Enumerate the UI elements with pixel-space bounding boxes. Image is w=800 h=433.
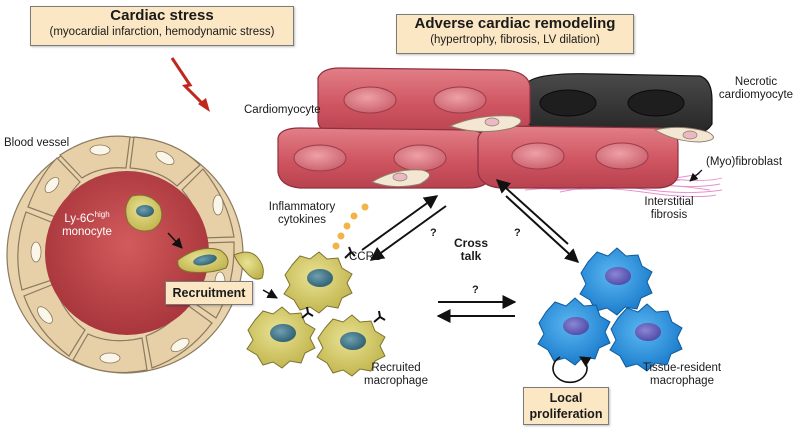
recruited-macrophage [246,306,316,369]
local-proliferation-box: Local proliferation [523,387,609,425]
cytokines-line2: cytokines [278,214,326,226]
recruited-line2: macrophage [364,375,428,387]
ly6c-monocyte-label: Ly-6Chigh monocyte [52,208,122,239]
interstitial-line1: Interstitial [644,196,694,208]
resident-line2: macrophage [650,375,714,387]
recruited-macrophage [316,310,386,377]
question-mark-middle: ? [472,284,479,296]
extravasating-monocyte [233,251,264,280]
resident-macrophage [609,303,683,372]
remodeling-subtitle: (hypertrophy, fibrosis, LV dilation) [430,34,600,46]
monocyte-in-vessel [125,194,163,232]
lightning-tip-icon [198,98,210,112]
arrow-to-recruited [369,205,447,261]
remodeling-box: Adverse cardiac remodeling (hypertrophy,… [396,14,634,54]
cardiac-stress-title: Cardiac stress [110,7,214,24]
cardiac-stress-subtitle: (myocardial infarction, hemodynamic stre… [49,26,275,38]
inflammatory-cytokines [332,203,369,250]
question-mark-right: ? [514,227,521,239]
necrotic-cardiomyocyte-label: Necrotic cardiomyocyte [714,76,798,102]
tissue-resident-macrophage-label: Tissue-resident macrophage [632,362,732,388]
cross-line1: Cross [453,236,488,250]
interstitial-line2: fibrosis [650,209,688,221]
cardiac-stress-box: Cardiac stress (myocardial infarction, h… [30,6,294,46]
necrotic-line1: Necrotic [734,76,778,88]
recruitment-label: Recruitment [172,286,246,300]
migration-arrow [167,232,183,249]
question-mark-left: ? [430,227,437,239]
recruitment-arrow [262,288,278,299]
transmigrating-monocyte [177,247,229,273]
monocyte-label: monocyte [62,225,112,238]
ly6c-superscript: high [94,210,110,219]
cardiomyocyte-label: Cardiomyocyte [244,104,321,116]
recruited-macrophage [283,246,356,314]
cross-line2: talk [460,249,482,263]
fibroblast-pointer [689,169,703,182]
recruited-line1: Recruited [371,362,421,374]
myofibroblast-label: (Myo)fibroblast [706,156,783,168]
arrow-to-resident [505,195,580,263]
myocardium [277,67,723,198]
cytokines-line1: Inflammatory [268,201,336,213]
arrow-to-myocardium-left [361,195,439,251]
resident-macrophage [579,247,653,316]
local-proliferation-line2: proliferation [529,407,603,421]
inflammatory-cytokines-label: Inflammatory cytokines [262,201,342,227]
resident-macrophage [537,297,611,366]
ly6c-base: Ly-6C [64,212,95,225]
remodeling-title: Adverse cardiac remodeling [414,15,616,32]
proliferation-loop-arrow [552,356,592,384]
ccr2-label: CCR2 [349,251,381,263]
necrotic-line2: cardiomyocyte [718,89,794,101]
interstitial-fibrosis-label: Interstitial fibrosis [634,196,704,222]
recruited-macrophage-label: Recruited macrophage [356,362,436,388]
arrow-to-myocardium-right [495,179,569,245]
lightning-icon [170,57,209,110]
recruitment-box: Recruitment [165,281,253,305]
local-proliferation-line1: Local [549,391,583,405]
resident-line1: Tissue-resident [642,362,722,374]
cross-talk-label: Cross talk [446,237,496,263]
blood-vessel-label: Blood vessel [4,137,70,149]
